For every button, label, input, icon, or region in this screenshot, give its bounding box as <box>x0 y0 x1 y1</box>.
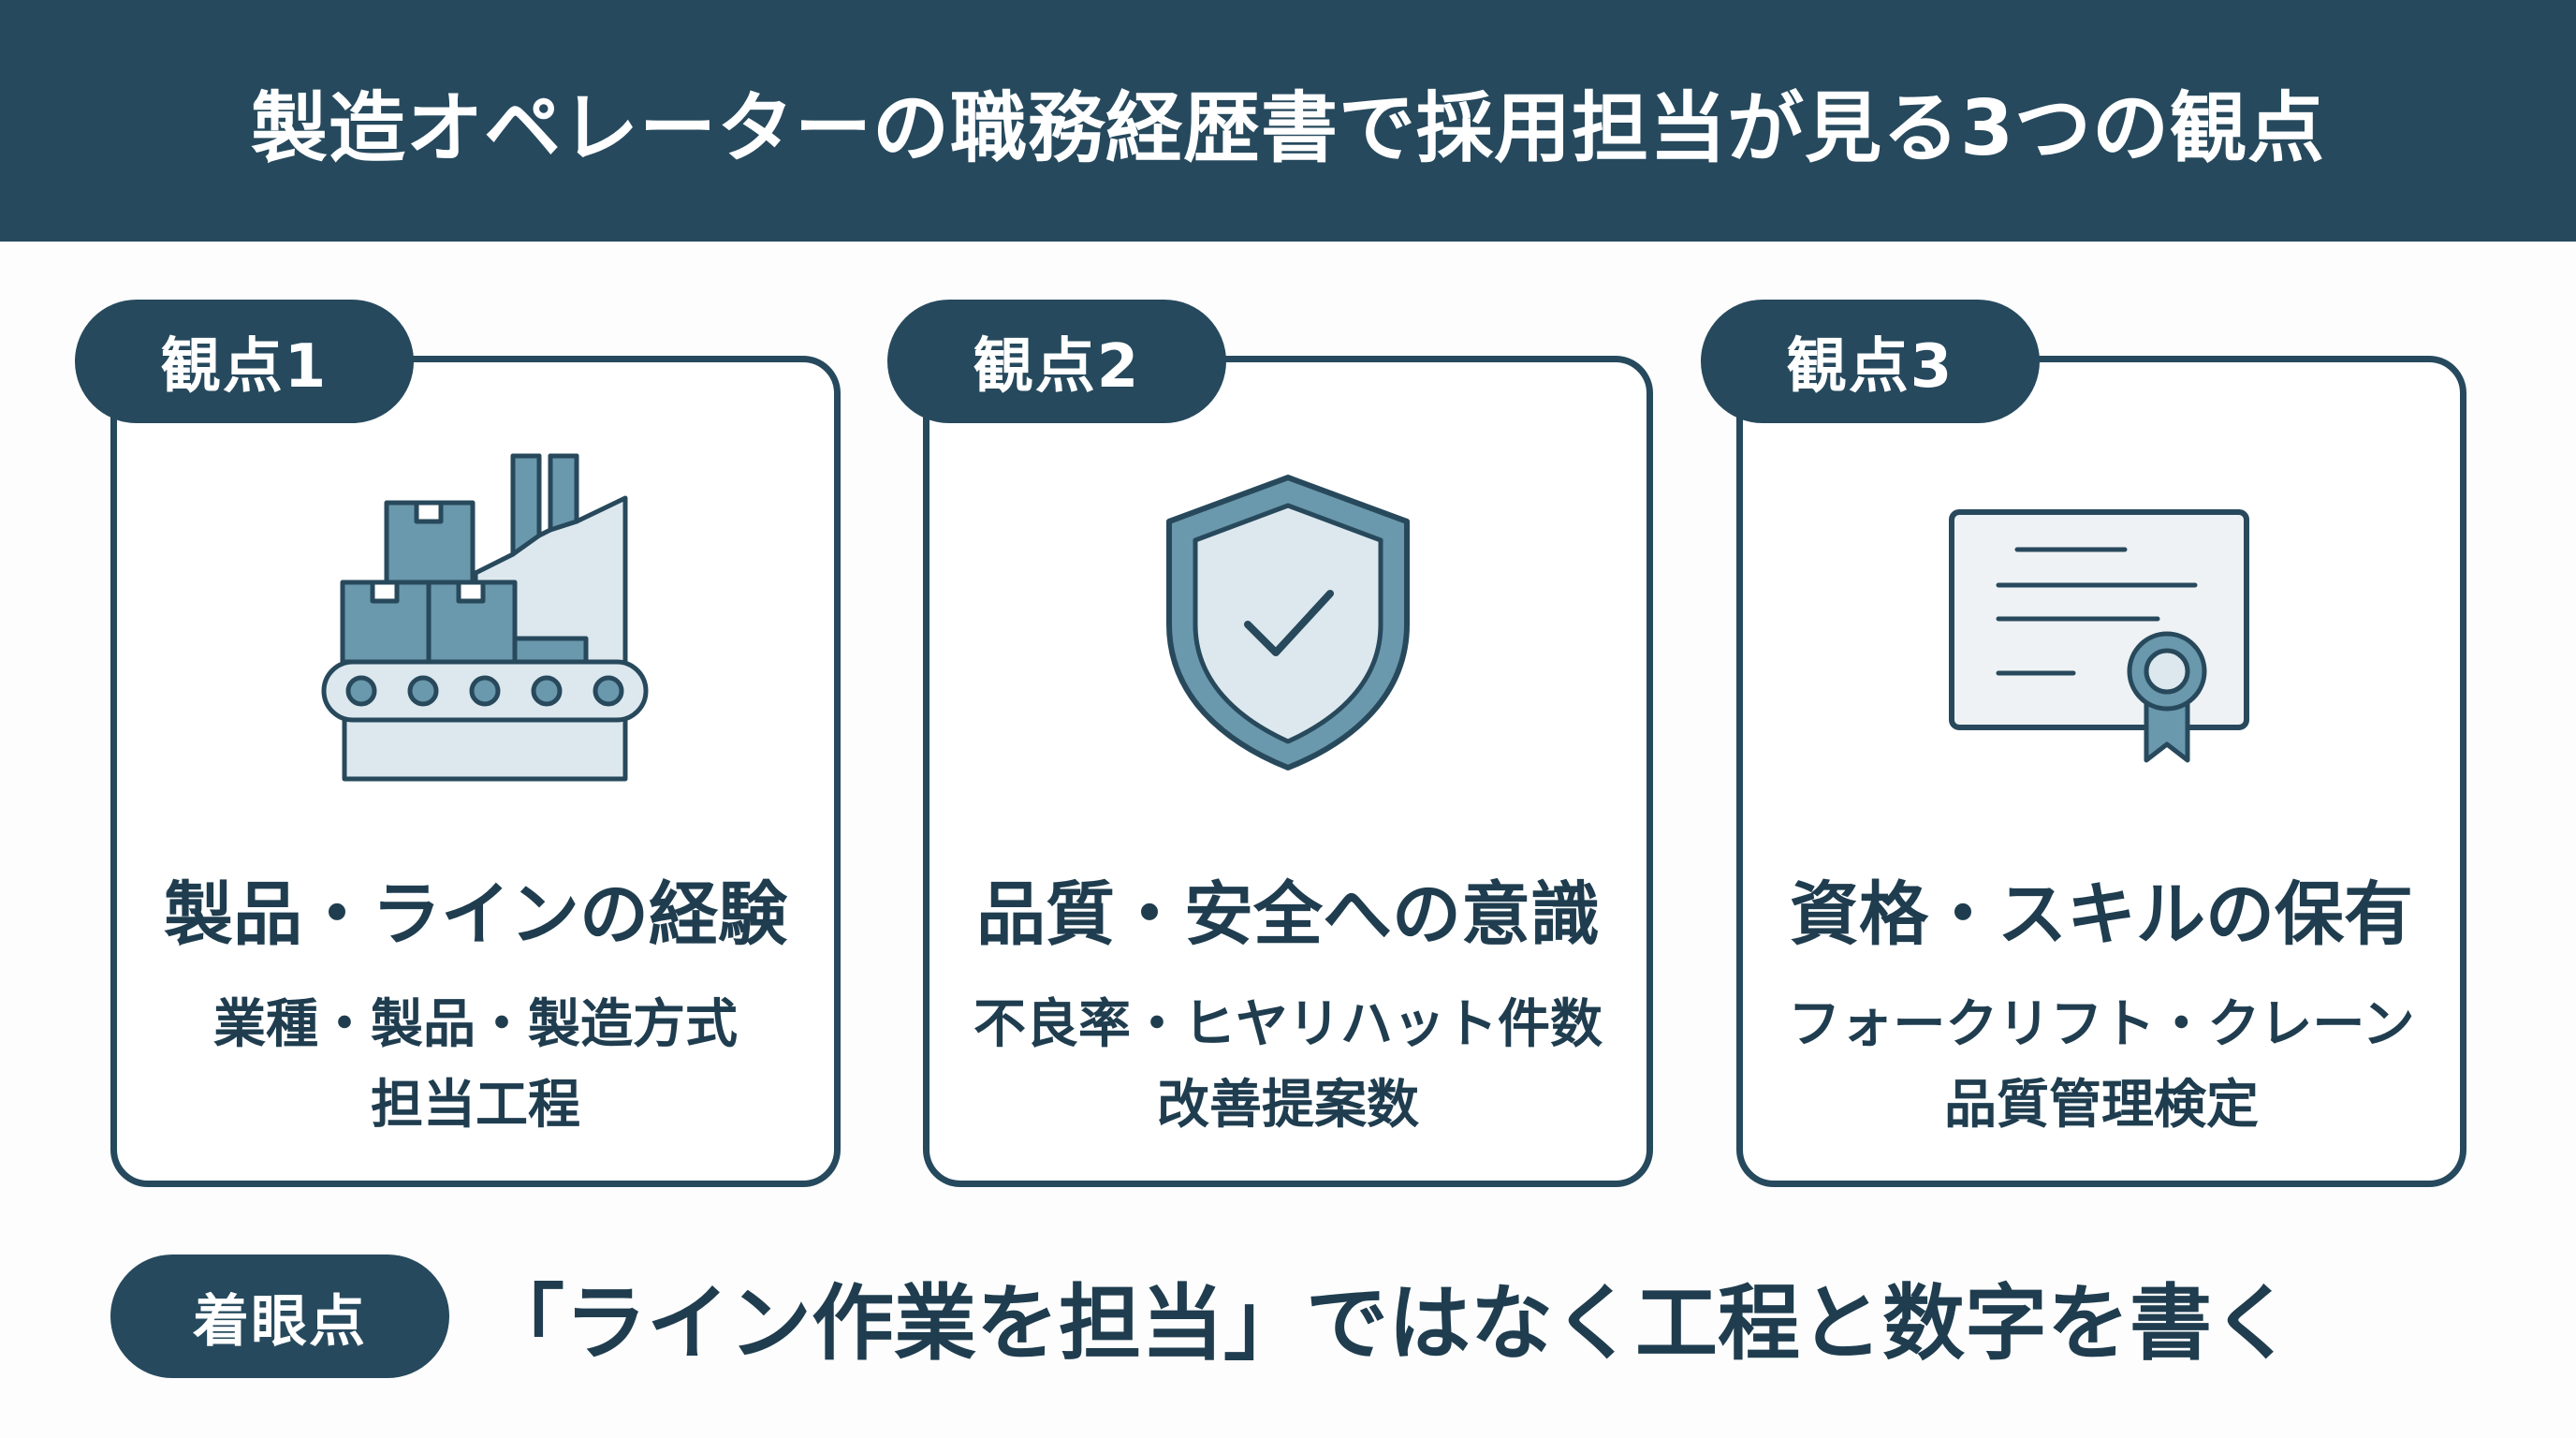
card-desc-line: フォークリフト・クレーン <box>1788 994 2415 1055</box>
certificate-icon <box>1949 509 2249 763</box>
badge-label: 観点2 <box>973 332 1141 402</box>
card-desc-line: 改善提案数 <box>1157 1075 1419 1136</box>
card-title: 資格・スキルの保有 <box>1790 874 2413 955</box>
factory-conveyor-icon <box>321 453 649 782</box>
card-quality-safety-awareness: 品質・安全への意識 不良率・ヒヤリハット件数 改善提案数 <box>923 356 1653 1187</box>
card-desc-line: 不良率・ヒヤリハット件数 <box>973 994 1603 1055</box>
card-description: 業種・製品・製造方式 担当工程 <box>117 985 834 1146</box>
card-desc-line: 担当工程 <box>371 1075 580 1136</box>
card-description: 不良率・ヒヤリハット件数 改善提案数 <box>929 985 1647 1146</box>
card-description: フォークリフト・クレーン 品質管理検定 <box>1743 985 2460 1146</box>
focus-label: 着眼点 <box>193 1288 367 1355</box>
badge-viewpoint-3: 観点3 <box>1701 300 2040 423</box>
badge-viewpoint-1: 観点1 <box>75 300 414 423</box>
card-desc-line: 業種・製品・製造方式 <box>213 994 738 1055</box>
badge-label: 観点1 <box>160 332 329 402</box>
card-qualifications-skills: 資格・スキルの保有 フォークリフト・クレーン 品質管理検定 <box>1736 356 2466 1187</box>
card-title: 製品・ラインの経験 <box>164 874 787 955</box>
card-title: 品質・安全への意識 <box>976 874 1600 955</box>
card-desc-line: 品質管理検定 <box>1944 1075 2259 1136</box>
card-product-line-experience: 製品・ラインの経験 業種・製品・製造方式 担当工程 <box>110 356 841 1187</box>
shield-check-icon <box>1166 475 1410 770</box>
focus-message: 「ライン作業を担当」ではなく工程と数字を書く <box>482 1274 2295 1372</box>
focus-badge: 着眼点 <box>110 1255 449 1378</box>
header-banner: 製造オペレーターの職務経歴書で採用担当が見る3つの観点 <box>0 0 2576 242</box>
badge-label: 観点3 <box>1786 332 1954 402</box>
badge-viewpoint-2: 観点2 <box>887 300 1226 423</box>
page-title: 製造オペレーターの職務経歴書で採用担当が見る3つの観点 <box>250 83 2326 173</box>
